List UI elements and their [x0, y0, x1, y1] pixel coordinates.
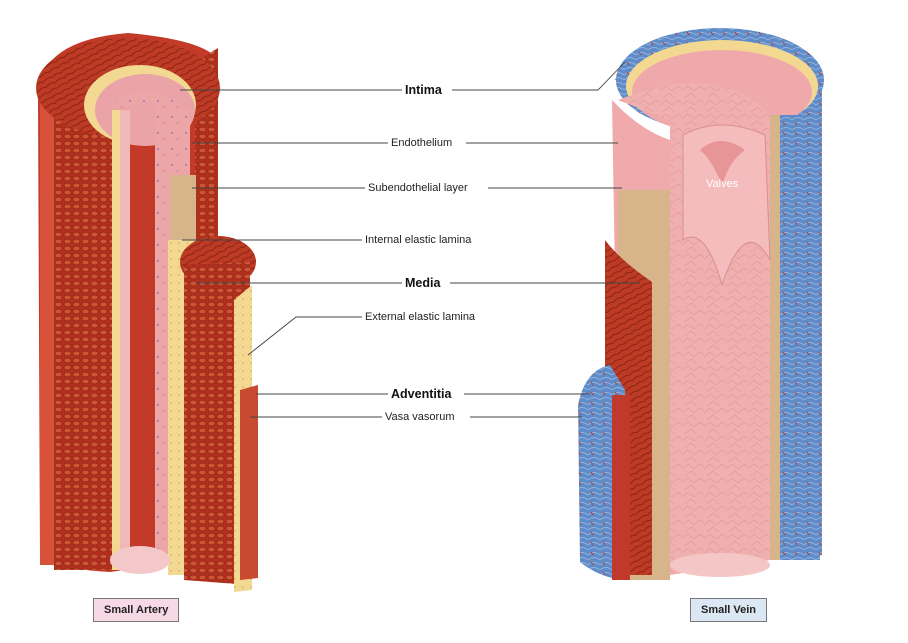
- label-vasa-vasorum: Vasa vasorum: [382, 410, 458, 424]
- small-vein-illustration: [578, 28, 824, 580]
- label-media: Media: [402, 276, 444, 290]
- small-artery-illustration: [36, 33, 258, 592]
- label-adventitia: Adventitia: [388, 387, 455, 401]
- label-intima: Intima: [402, 83, 445, 97]
- label-endothelium: Endothelium: [388, 136, 456, 150]
- label-internal-elastic-lamina: Internal elastic lamina: [362, 233, 475, 247]
- leader-lines: [180, 61, 640, 418]
- label-valves: Valves: [706, 178, 739, 190]
- leader-external-elastic: [247, 316, 362, 356]
- label-subendothelial-layer: Subendothelial layer: [365, 181, 471, 195]
- leader-intima-right: [452, 61, 626, 91]
- tag-small-artery: Small Artery: [93, 598, 180, 622]
- label-external-elastic-lamina: External elastic lamina: [362, 310, 479, 324]
- tag-small-vein: Small Vein: [690, 598, 768, 622]
